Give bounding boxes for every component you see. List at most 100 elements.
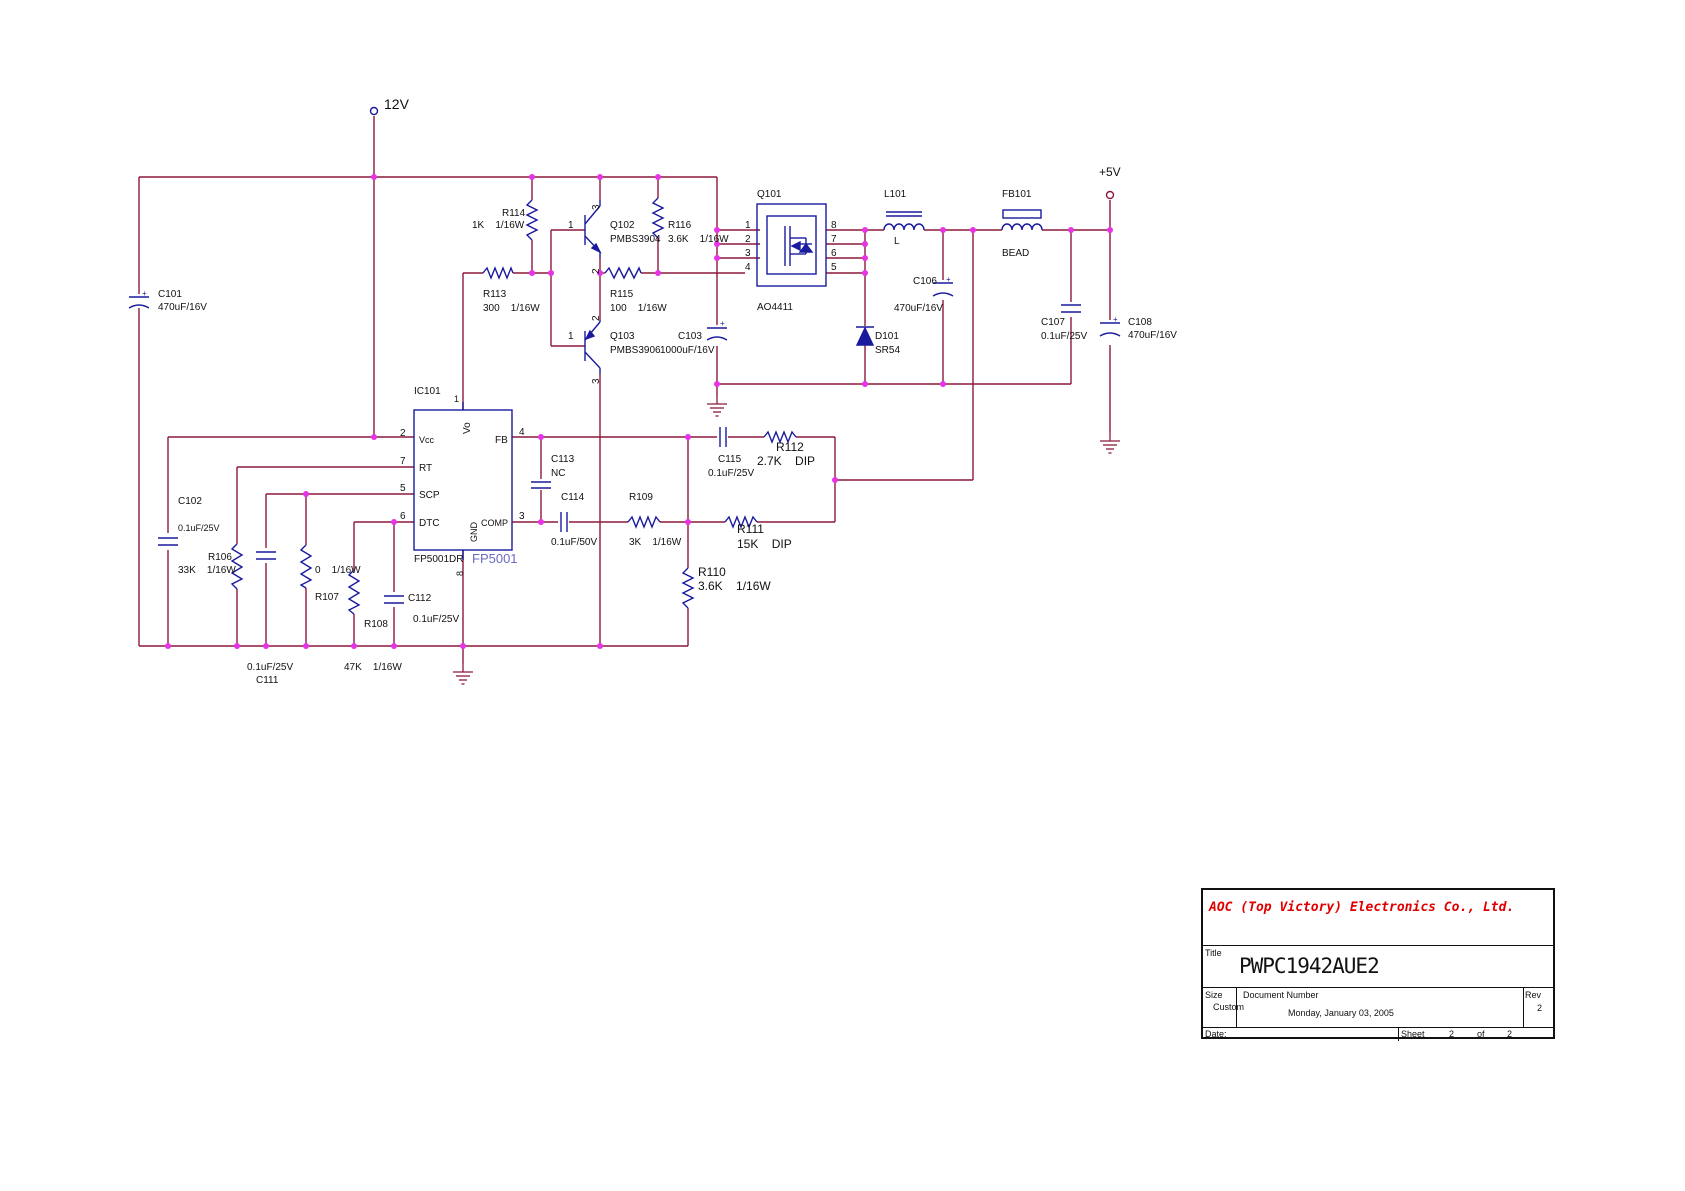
polarity-marks: + + + + (142, 275, 1118, 328)
label-q103-part: PMBS3906 (610, 345, 661, 356)
capacitor-c106-icon (932, 282, 954, 297)
ic-ref: IC101 (414, 386, 441, 397)
pin-number: 1 (568, 331, 574, 342)
label-d101-ref: D101 (875, 331, 899, 342)
title-block: AOC (Top Victory) Electronics Co., Ltd. … (1201, 888, 1555, 1041)
capacitor-c108-icon (1099, 322, 1121, 337)
size-value: Custom (1213, 1002, 1245, 1012)
label-r114-val: 1K 1/16W (472, 220, 525, 231)
label-c115-val: 0.1uF/25V (708, 468, 754, 479)
label-c114-val: 0.1uF/50V (551, 537, 597, 548)
label-r112-ref: R112 (776, 440, 804, 454)
rev-label: Rev (1525, 990, 1542, 1000)
label-c114-ref: C114 (561, 492, 585, 503)
pin-number: 8 (831, 220, 837, 231)
capacitor-c114-icon (560, 512, 568, 532)
label-q102-ref: Q102 (610, 220, 635, 231)
label-fb101-ref: FB101 (1002, 189, 1032, 200)
resistor-r113-icon (482, 266, 514, 280)
label-r113-ref: R113 (483, 289, 507, 300)
terminal-12v-icon (369, 106, 379, 116)
pin-number: 2 (591, 268, 602, 274)
ic-pin-vo-num: 1 (454, 394, 459, 404)
resistor-r106-icon (230, 543, 244, 590)
terminal-5v-icon (1105, 190, 1115, 200)
resistor-r110-icon (681, 567, 695, 609)
ic-pin-dtc-num: 6 (400, 511, 406, 522)
label-r115-val: 100 1/16W (610, 303, 667, 314)
diode-d101-icon (855, 326, 875, 346)
label-r116-val: 3.6K 1/16W (668, 234, 729, 245)
ic-pin-gnd-num: 8 (455, 571, 465, 576)
sheet-label: Sheet (1401, 1029, 1425, 1039)
label-c106-val: 470uF/16V (894, 303, 943, 314)
resistor-r112-icon (763, 430, 797, 444)
resistor-r114-icon (525, 199, 539, 241)
label-c107-val: 0.1uF/25V (1041, 331, 1087, 342)
size-label: Size (1205, 990, 1223, 1000)
ic-pin-dtc: DTC (419, 518, 440, 529)
ic-pin-vcc: Vcc (419, 435, 435, 445)
svg-text:+: + (1113, 315, 1118, 324)
label-q102-part: PMBS3904 (610, 234, 661, 245)
label-d101-val: SR54 (875, 345, 900, 356)
ic-pin-rt-num: 7 (400, 456, 406, 467)
inductor-l101-icon (883, 223, 925, 231)
net-label-5v: +5V (1099, 165, 1121, 179)
resistor-r116-icon (651, 197, 665, 239)
label-fb101-val: BEAD (1002, 248, 1029, 259)
label-c108-ref: C108 (1128, 317, 1152, 328)
bead-fb101-icon (1001, 223, 1043, 231)
ic-pin-scp-num: 5 (400, 483, 406, 494)
label-r106-ref: R106 (208, 552, 232, 563)
pin-number: 1 (745, 220, 751, 231)
svg-text:+: + (720, 319, 725, 328)
transistor-q102-icon (584, 200, 602, 258)
size-row: Size Custom Document Number Monday, Janu… (1203, 988, 1553, 1028)
resistor-r115-icon (604, 266, 642, 280)
title-label: Title (1205, 948, 1222, 958)
ground-icon (452, 663, 474, 685)
label-r112-val: 2.7K DIP (757, 454, 815, 468)
ic-pin-fb-num: 4 (519, 427, 525, 438)
label-r114-ref: R114 (502, 208, 526, 219)
label-r111-val: 15K DIP (737, 537, 792, 551)
label-r110-ref: R110 (698, 565, 726, 579)
sheet-total: 2 (1507, 1029, 1513, 1039)
svg-text:+: + (142, 289, 147, 298)
ic-pin-rt: RT (419, 463, 432, 474)
ic-pin-vo: Vo (462, 422, 473, 434)
label-r106-val: 33K 1/16W (178, 565, 236, 576)
pin-number: 2 (591, 315, 602, 321)
label-c108-val: 470uF/16V (1128, 330, 1177, 341)
label-r109-val: 3K 1/16W (629, 537, 682, 548)
pin-number: 2 (745, 234, 751, 245)
label-r113-val: 300 1/16W (483, 303, 540, 314)
mosfet-q101-icon (756, 203, 827, 287)
capacitor-c102-icon (158, 537, 178, 546)
capacitor-c111-icon (256, 551, 276, 560)
date-label: Date: (1205, 1029, 1227, 1039)
ic-pin-gnd: GND (469, 522, 479, 543)
company-name: AOC (Top Victory) Electronics Co., Ltd. (1203, 890, 1553, 946)
label-c102-val: 0.1uF/25V (178, 523, 220, 533)
label-c107-ref: C107 (1041, 317, 1065, 328)
ground-icon (706, 395, 728, 417)
net-label-12v: 12V (384, 96, 410, 112)
capacitor-c107-icon (1061, 304, 1081, 313)
ic-pin-comp: COMP (481, 518, 508, 528)
label-c112-ref: C112 (408, 593, 432, 604)
wires (138, 116, 1111, 664)
of-label: of (1477, 1029, 1485, 1039)
label-c115-ref: C115 (718, 454, 742, 465)
pin-number: 6 (831, 248, 837, 259)
label-c112-val: 0.1uF/25V (413, 614, 459, 625)
label-r110-val: 3.6K 1/16W (698, 579, 771, 593)
ic-name: FP5001 (472, 551, 518, 566)
transistor-q103-icon (584, 320, 601, 374)
label-r116-ref: R116 (668, 220, 692, 231)
label-q101-part: AO4411 (757, 302, 793, 313)
label-r108-val: 47K 1/16W (344, 662, 402, 673)
label-r115-ref: R115 (610, 289, 634, 300)
pin-number: 4 (745, 262, 751, 273)
